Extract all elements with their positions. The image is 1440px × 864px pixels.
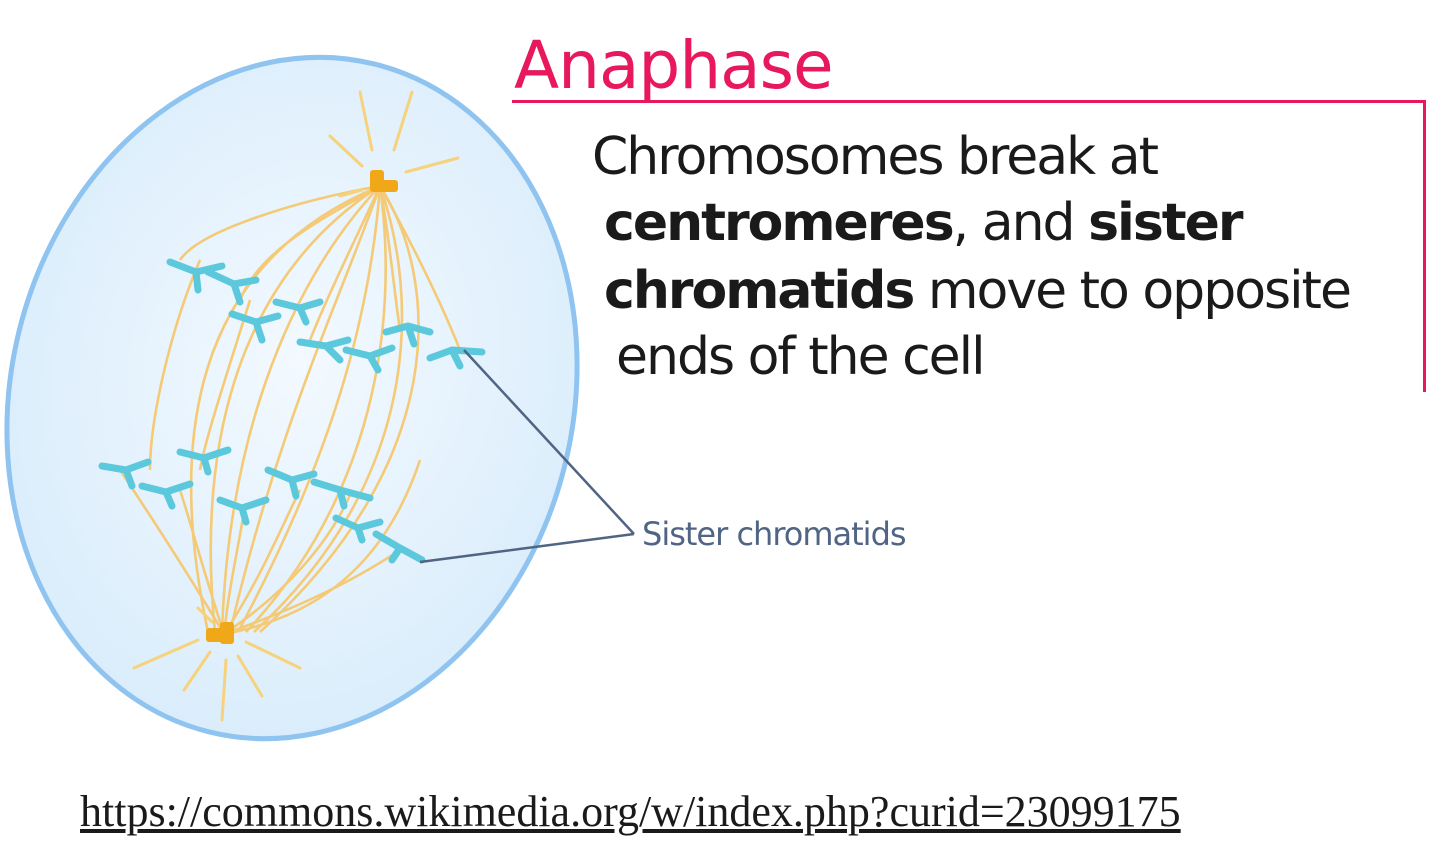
- callout-leader-lines: [419, 349, 635, 564]
- centrosome-top: [370, 170, 398, 192]
- term-chromatids: chromatids: [604, 261, 915, 321]
- centrosome-bottom: [206, 622, 234, 644]
- description-line-1: Chromosomes break at: [592, 127, 1159, 187]
- aster-rays: [132, 90, 460, 722]
- term-centromeres: centromeres: [604, 193, 955, 253]
- description-continuation: move to opposite: [913, 261, 1352, 321]
- term-sister: sister: [1088, 193, 1243, 253]
- source-link[interactable]: https://commons.wikimedia.org/w/index.ph…: [80, 787, 1181, 836]
- cell-membrane: [4, 54, 580, 742]
- slide-title: Anaphase: [514, 27, 834, 104]
- description-line-2: centromeres, and sister: [604, 190, 1244, 256]
- description-line-4: ends of the cell: [616, 327, 986, 387]
- sister-chromatids: [98, 258, 486, 564]
- description-line-3: chromatids move to opposite: [604, 258, 1352, 324]
- title-underline: [512, 100, 1426, 103]
- title-side-rule: [1423, 100, 1426, 392]
- description-connector: , and: [952, 193, 1089, 253]
- sister-chromatids-label: Sister chromatids: [642, 515, 907, 553]
